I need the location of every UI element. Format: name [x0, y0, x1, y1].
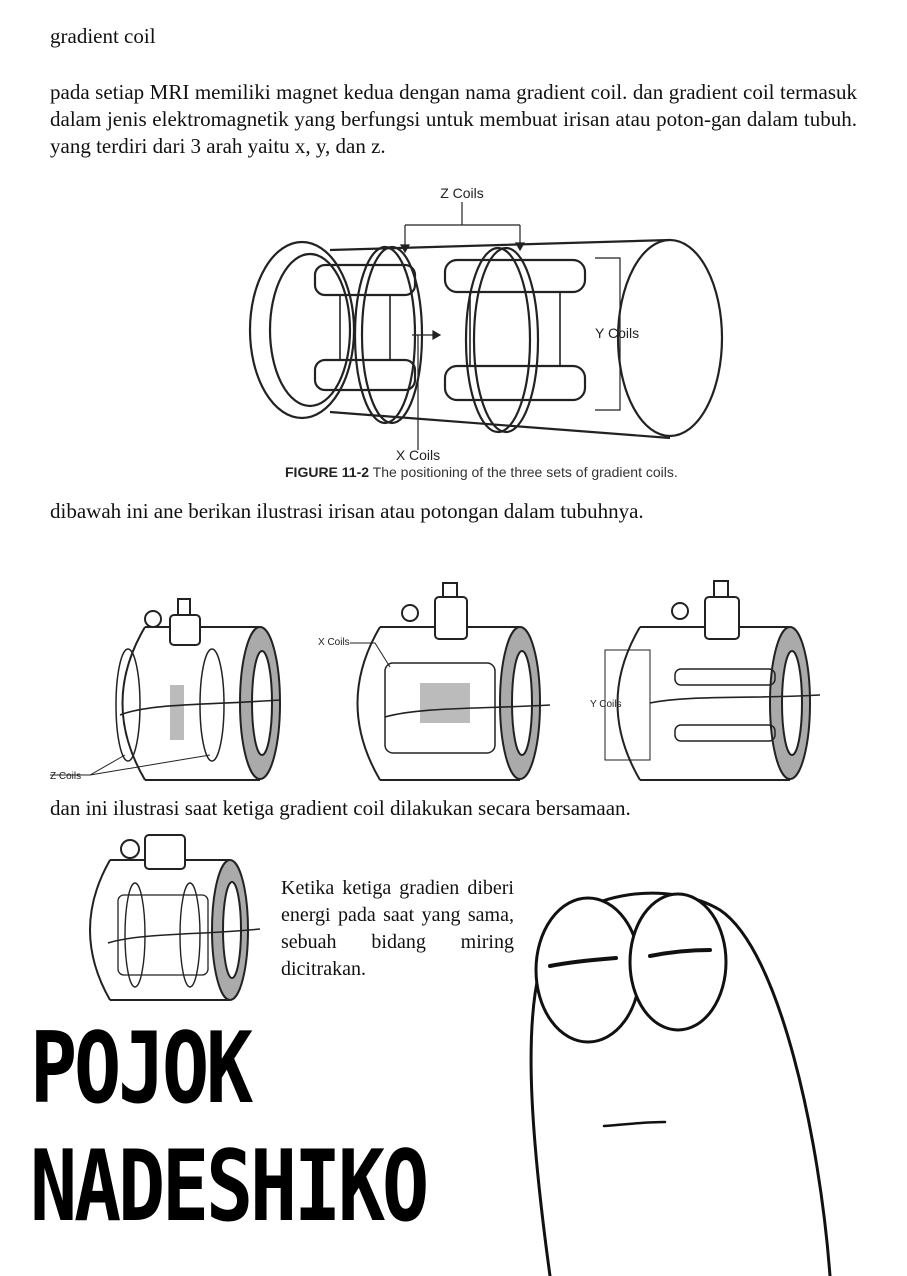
y-slice-scanner — [604, 580, 821, 781]
y-coils-label: Y Coils — [595, 325, 639, 341]
intro-paragraph: pada setiap MRI memiliki magnet kedua de… — [50, 80, 857, 158]
z-coils-slice-label: Z Coils — [50, 771, 81, 782]
left-eye — [534, 896, 642, 1044]
combined-coils-illustration — [89, 834, 260, 1001]
right-eye — [628, 892, 728, 1032]
character-outline — [529, 891, 832, 1276]
x-slice-scanner — [350, 582, 551, 781]
slice-illustrations: Z Coils X Coils Y Coils — [50, 580, 821, 782]
z-coil-ring-right — [464, 246, 532, 434]
character-illustration — [529, 891, 832, 1276]
mouth — [602, 1120, 667, 1128]
brand-line-1: POJOK — [30, 1012, 253, 1126]
rear-flange — [248, 240, 356, 420]
z-slice-scanner — [50, 598, 281, 781]
slice-intro-paragraph: dibawah ini ane berikan ilustrasi irisan… — [50, 499, 644, 523]
brand-line-2: NADESHIKO — [30, 1130, 429, 1244]
combined-intro-paragraph: dan ini ilustrasi saat ketiga gradient c… — [50, 796, 631, 820]
page-heading: gradient coil — [50, 24, 156, 48]
figure-caption: FIGURE 11-2 The positioning of the three… — [285, 464, 678, 480]
x-coils-label: X Coils — [396, 447, 440, 463]
z-coils-label: Z Coils — [440, 185, 484, 201]
brand-watermark: POJOK NADESHIKO — [30, 1010, 429, 1246]
caption-text: The positioning of the three sets of gra… — [372, 464, 678, 480]
gradient-coils-figure: Z Coils Y Coils X Coils — [248, 185, 724, 463]
cylinder-front — [616, 238, 724, 438]
caption-number: FIGURE 11-2 — [285, 464, 370, 480]
saddle-coil — [313, 263, 417, 297]
y-coils-slice-label: Y Coils — [590, 699, 622, 710]
side-note: Ketika ketiga gradien diberi energi pada… — [281, 877, 514, 980]
x-coils-slice-label: X Coils — [318, 637, 350, 648]
z-coil-ring-left — [353, 245, 417, 425]
